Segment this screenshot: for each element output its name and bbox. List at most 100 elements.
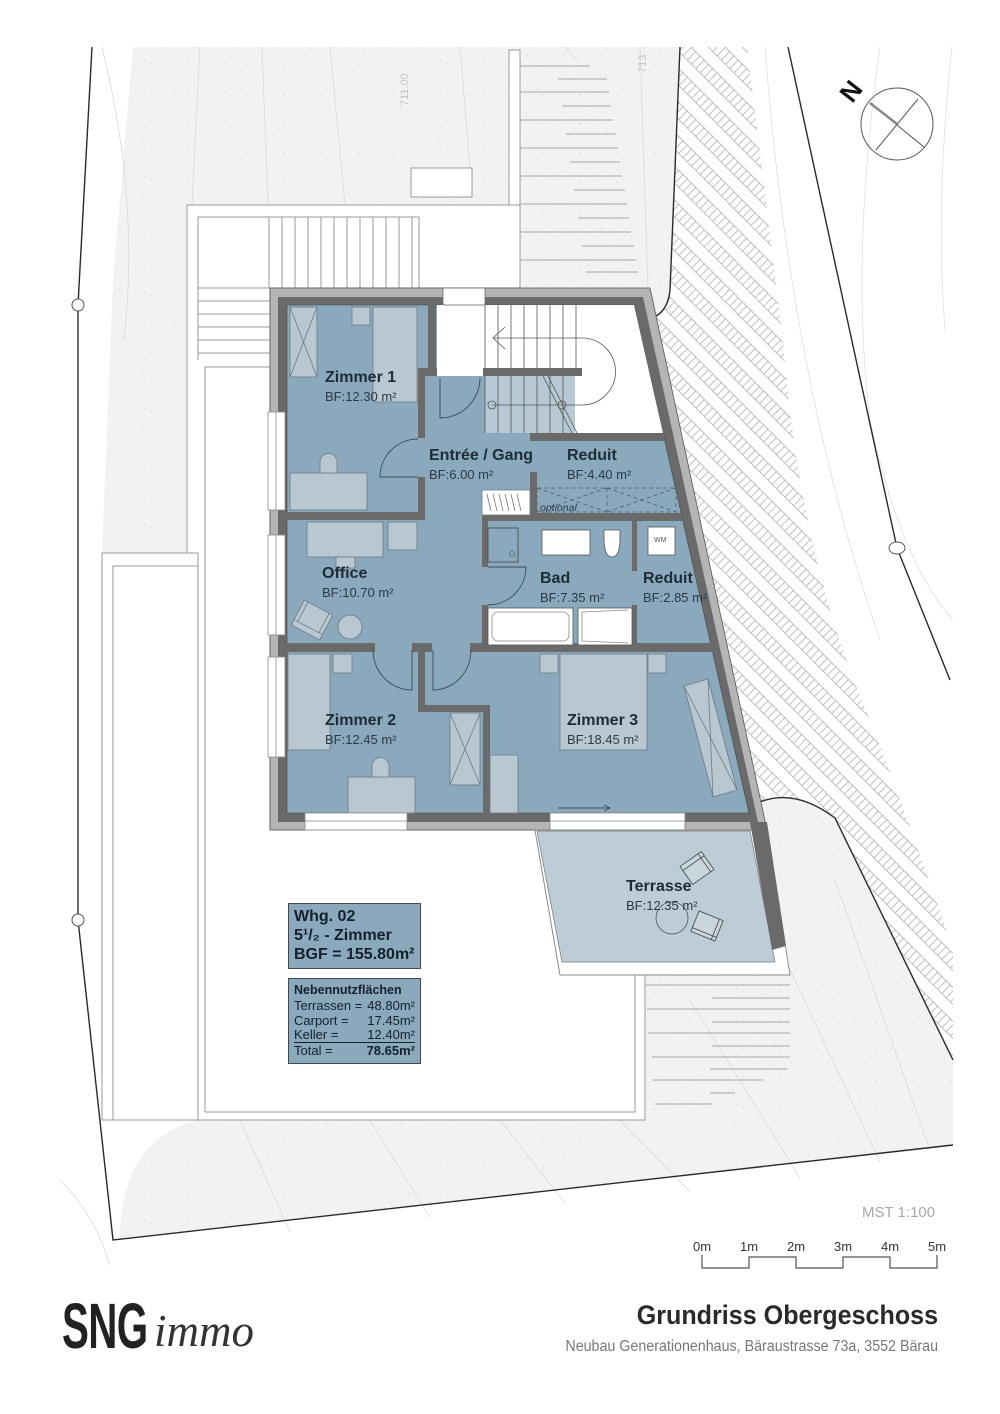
furniture xyxy=(287,306,738,814)
armchair-icon xyxy=(290,599,334,641)
unit-summary-box: Whg. 02 5¹/₂ - Zimmer BGF = 155.80m² xyxy=(288,903,421,969)
outdoor-stairs xyxy=(198,217,413,354)
bed-icon xyxy=(287,653,331,751)
unit-number: Whg. 02 xyxy=(294,908,356,925)
brand-name-bold: SNG xyxy=(62,1290,148,1362)
room-reduit-2: Reduit BF:2.85 m² xyxy=(643,570,707,605)
terrace-chair-icon xyxy=(679,850,715,886)
room-area: BF:12.35 m² xyxy=(626,898,698,913)
secondary-areas-box: Nebennutzflächen Terrassen = 48.80m² Car… xyxy=(288,978,421,1064)
scale-bar-label: 2m xyxy=(786,1239,806,1254)
scale-bar xyxy=(701,1255,938,1269)
drawing-title: Grundriss Obergeschoss xyxy=(636,1300,938,1330)
nightstand-icon xyxy=(647,653,667,674)
nightstand-icon xyxy=(351,306,371,326)
unit-room-count: 5¹/₂ - Zimmer xyxy=(294,927,392,944)
room-area: BF:12.45 m² xyxy=(325,732,397,747)
light-well xyxy=(410,167,473,198)
washing-machine-icon xyxy=(647,526,676,556)
row-label: Terrassen = xyxy=(294,998,363,1013)
scale-bar-label: 3m xyxy=(833,1239,853,1254)
terrace-chair-icon xyxy=(690,910,724,942)
room-zimmer-2: Zimmer 2 BF:12.45 m² xyxy=(325,712,397,747)
desk-icon xyxy=(306,521,384,558)
room-name: Reduit xyxy=(567,447,617,464)
room-name: Reduit xyxy=(643,570,693,587)
cabinet-icon xyxy=(387,521,418,551)
desk-icon xyxy=(347,776,416,814)
road-contour-lines xyxy=(764,46,954,641)
boundary-markers xyxy=(71,298,906,927)
retaining-wall xyxy=(508,49,521,206)
sliding-door-arrow-icon xyxy=(558,804,612,812)
room-name: Zimmer 1 xyxy=(325,369,397,386)
desk-icon xyxy=(289,472,368,511)
optional-note: optional xyxy=(540,502,577,514)
terrace-wall xyxy=(750,822,786,950)
row-label: Keller = xyxy=(294,1027,339,1042)
room-terrasse: Terrasse BF:12.35 m² xyxy=(626,878,698,913)
cabinet-icon xyxy=(489,754,519,814)
windows xyxy=(267,411,686,831)
bed-icon xyxy=(559,653,648,751)
room-name: Zimmer 3 xyxy=(567,712,639,729)
scale-bar-label: 4m xyxy=(880,1239,900,1254)
scale-bar-label: 0m xyxy=(692,1239,712,1254)
row-value: 17.45m² xyxy=(367,1013,415,1028)
coat-rack-icon xyxy=(481,489,531,516)
slope-hatch-area xyxy=(650,47,953,1060)
terrace-table-icon xyxy=(655,901,689,935)
nightstand-icon xyxy=(332,653,353,674)
room-name: Terrasse xyxy=(626,878,692,895)
room-name: Bad xyxy=(540,570,571,587)
room-name: Office xyxy=(322,565,368,582)
shelves-icon xyxy=(536,487,677,513)
room-area: BF:10.70 m² xyxy=(322,585,394,600)
row-value: 78.65m² xyxy=(366,1043,415,1058)
secondary-area-total-row: Total = 78.65m² xyxy=(294,1043,415,1058)
secondary-area-row: Terrassen = 48.80m² xyxy=(294,998,415,1013)
sink-icon xyxy=(541,529,591,556)
room-area: BF:18.45 m² xyxy=(567,732,639,747)
row-value: 12.40m² xyxy=(367,1027,415,1042)
bad-door-icon xyxy=(487,566,527,606)
room-area: BF:2.85 m² xyxy=(643,590,708,605)
scale-label: MST 1:100 xyxy=(862,1204,936,1221)
secondary-areas-title: Nebennutzflächen xyxy=(294,983,402,997)
yard-west-strip xyxy=(101,552,199,1121)
stairwell-entry-window xyxy=(442,287,486,306)
room-office: Office BF:10.70 m² xyxy=(322,565,394,600)
nightstand-icon xyxy=(539,653,559,674)
row-label: Carport = xyxy=(294,1013,349,1028)
contour-label: 713 xyxy=(637,54,649,73)
round-table-icon xyxy=(337,614,363,640)
drawing-subtitle: Neubau Generationenhaus, Bäraustrasse 73… xyxy=(565,1338,938,1355)
shower-icon xyxy=(487,527,519,563)
washing-machine-label: WM xyxy=(654,537,667,544)
room-entree-gang: Entrée / Gang BF:6.00 m² xyxy=(429,447,533,482)
zimmer2-door-icon xyxy=(372,649,413,691)
room-area: BF:6.00 m² xyxy=(429,467,494,482)
row-value: 48.80m² xyxy=(367,998,415,1013)
door-swings xyxy=(372,377,527,691)
zimmer1-door-icon xyxy=(379,438,419,478)
row-label: Total = xyxy=(294,1043,333,1058)
room-reduit-1: Reduit BF:4.40 m² xyxy=(567,447,631,482)
north-arrow-icon xyxy=(860,87,934,161)
entrance-door-icon xyxy=(439,377,481,419)
terrace-furniture xyxy=(655,850,724,942)
contour-label: 711.00 xyxy=(399,73,411,106)
stair-walkline xyxy=(487,326,616,434)
toilet-icon xyxy=(603,529,621,558)
secondary-area-row: Carport = 17.45m² xyxy=(294,1013,415,1028)
chair-icon xyxy=(371,757,390,778)
room-zimmer-1: Zimmer 1 BF:12.30 m² xyxy=(325,369,397,404)
lower-stair-flight xyxy=(485,376,575,433)
scale-bar-label: 1m xyxy=(739,1239,759,1254)
chair-icon xyxy=(319,453,338,474)
chair-icon xyxy=(335,556,356,569)
shower-tray-icon xyxy=(577,607,633,646)
bed-icon xyxy=(372,306,418,403)
room-area: BF:7.35 m² xyxy=(540,590,605,605)
